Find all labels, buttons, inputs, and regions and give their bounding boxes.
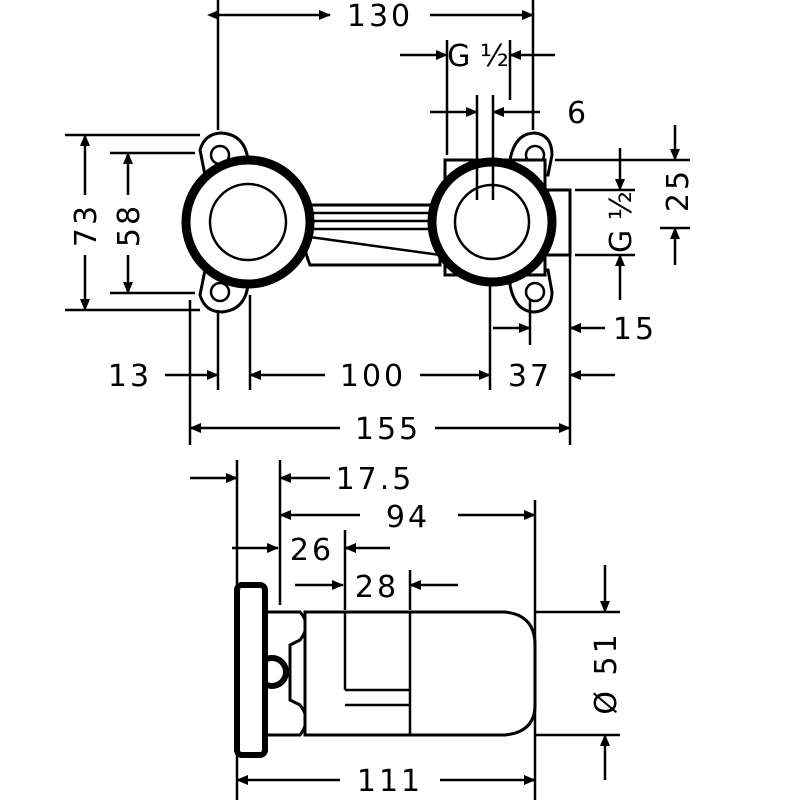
mounting-plate: [234, 582, 268, 758]
top-view: 130 G ½ 6 73 58 25 G ½ 15 13 100 37 155: [65, 0, 696, 447]
dim-37: 37: [508, 359, 552, 394]
dim-g-half-top: G ½: [447, 39, 509, 74]
dim-58: 58: [112, 203, 147, 247]
dim-17-5: 17.5: [336, 462, 415, 497]
dim-diameter-51: Ø 51: [589, 631, 624, 714]
dim-130: 130: [347, 0, 413, 34]
dim-g-half-side: G ½: [604, 191, 639, 253]
dim-13: 13: [108, 359, 152, 394]
dim-155: 155: [355, 412, 421, 447]
valve-body: [303, 610, 537, 737]
dim-6: 6: [567, 96, 589, 131]
dim-73: 73: [69, 203, 104, 247]
side-view: 17.5 94 26 28 Ø 51 111: [190, 460, 624, 800]
mounting-ears: [198, 131, 554, 314]
left-port-outer: [181, 155, 315, 289]
dim-100: 100: [340, 359, 406, 394]
dim-26: 26: [290, 533, 334, 568]
dim-15: 15: [613, 312, 657, 347]
connecting-bar: [298, 203, 442, 267]
left-port-inner: [208, 182, 288, 262]
dim-25: 25: [661, 168, 696, 212]
dim-111: 111: [357, 764, 423, 799]
dim-28: 28: [355, 570, 399, 605]
dim-94: 94: [386, 500, 430, 535]
